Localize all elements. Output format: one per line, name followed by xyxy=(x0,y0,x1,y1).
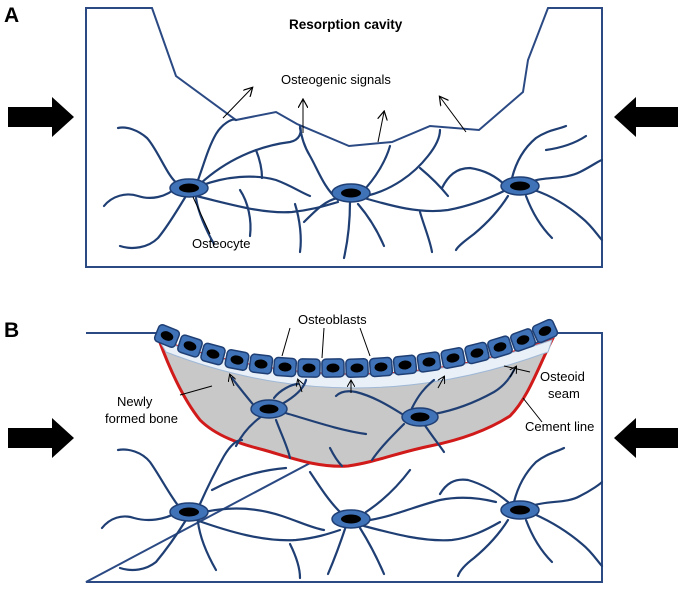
panel-a-osteocyte-pointer xyxy=(192,196,211,235)
panel-b-new-osteocyte-2 xyxy=(401,407,439,427)
resorption-cavity-label: Resorption cavity xyxy=(289,17,403,32)
panel-b: B xyxy=(4,312,604,583)
panel-b-new-bone-canaliculi xyxy=(230,368,516,468)
panel-b-label-pointers xyxy=(179,327,543,423)
osteoblasts-label: Osteoblasts xyxy=(298,312,367,327)
panel-b-osteocyte-3 xyxy=(500,500,540,520)
newly-formed-bone-label-line1: Newly xyxy=(117,394,153,409)
newly-formed-bone-label-line2: formed bone xyxy=(105,411,178,426)
osteoid-seam-label-line1: Osteoid xyxy=(540,369,585,384)
compression-arrow-right-b xyxy=(614,418,678,458)
panel-a: A xyxy=(4,4,604,268)
panel-b-osteocyte-1 xyxy=(169,502,209,522)
panel-a-osteocyte-2 xyxy=(331,183,371,203)
panel-a-osteocyte-1 xyxy=(169,178,209,198)
panel-a-osteocyte-3 xyxy=(500,176,540,196)
osteogenic-signals-label: Osteogenic signals xyxy=(281,72,391,87)
osteoblast-layer xyxy=(153,318,559,378)
osteocyte-label: Osteocyte xyxy=(192,236,251,251)
panel-b-new-osteocyte-1 xyxy=(250,399,288,419)
cement-line-label: Cement line xyxy=(525,419,594,434)
panel-a-bone-outline xyxy=(85,7,603,268)
panel-a-letter: A xyxy=(4,4,19,27)
compression-arrow-left-a xyxy=(8,97,74,137)
panel-a-canaliculi xyxy=(102,118,604,260)
compression-arrow-right-a xyxy=(614,97,678,137)
compression-arrow-left-b xyxy=(8,418,74,458)
panel-b-osteocyte-2 xyxy=(331,509,371,529)
panel-b-canaliculi xyxy=(100,438,604,580)
panel-b-letter: B xyxy=(4,319,19,342)
panel-a-signal-arrows xyxy=(222,88,467,143)
osteoid-seam-label-line2: seam xyxy=(548,386,580,401)
